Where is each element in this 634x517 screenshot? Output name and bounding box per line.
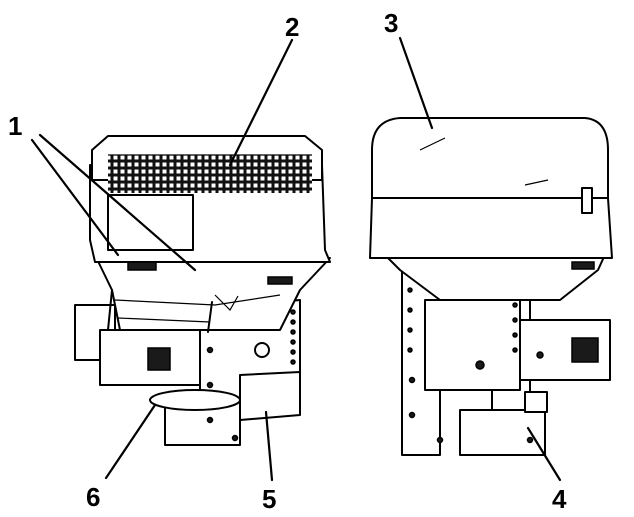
right-spreader-unit [369,117,613,456]
left-knob [254,342,270,358]
leader-lines [30,36,562,482]
callout-2: 2 [285,12,299,42]
right-base-plate [459,409,546,456]
left-label-plate [147,347,171,371]
left-handle-slot [127,261,157,271]
leader-5 [264,410,274,482]
right-label-plate [571,337,599,363]
right-lid-latch [581,187,593,214]
left-window [107,194,194,251]
left-mount-plate [239,371,301,421]
right-latch [524,391,548,413]
left-spreader-unit [74,135,331,446]
leader-1a [30,138,120,257]
right-hopper-lid-rim [369,197,613,259]
callout-1: 1 [8,111,22,141]
right-handle-slot [571,261,595,270]
leader-1b [38,133,197,272]
left-screen [108,155,312,193]
left-right-handle [267,276,293,285]
leader-4 [526,426,562,482]
callout-3: 3 [384,8,398,38]
callout-5: 5 [262,484,276,514]
left-side-rail [107,289,213,333]
right-gearbox [424,299,521,391]
leader-3 [398,36,434,130]
right-frame-holes [407,287,544,444]
callout-6: 6 [86,482,100,512]
left-spinner [149,389,241,411]
leader-6 [104,403,157,480]
left-bracket-holes [206,309,296,442]
leader-2 [228,38,294,167]
callout-4: 4 [552,484,567,514]
